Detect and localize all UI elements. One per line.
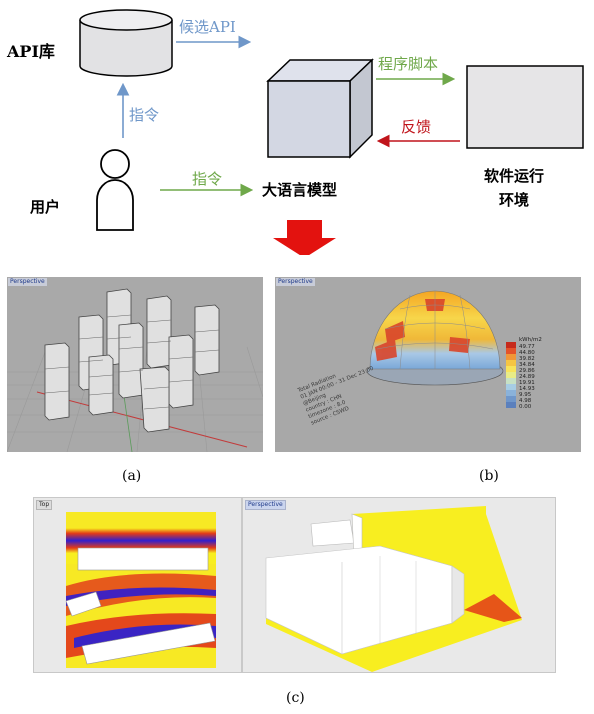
user-label: 用户: [30, 198, 61, 216]
legend-value: 34.84: [519, 362, 535, 368]
building-group: [44, 288, 220, 433]
candidate-api-label: 候选API: [179, 18, 236, 36]
legend-title: kWh/m2: [519, 337, 542, 343]
llm-label: 大语言模型: [262, 181, 338, 199]
shadow-analysis-scene: [65, 506, 522, 672]
legend-value: 24.89: [519, 374, 535, 380]
viewport-divider: [241, 498, 243, 672]
feedback-label: 反馈: [401, 118, 432, 136]
top-building-1: [77, 547, 209, 571]
top-building-2: [65, 591, 102, 617]
workflow-diagram: API库 候选API 指令 用户 指令 大语言模型 程序脚本 反馈 软件运行 环…: [0, 0, 594, 258]
panel-c-frame: Top Perspective: [33, 497, 556, 673]
legend-value: 29.86: [519, 368, 535, 374]
legend-value: 39.82: [519, 356, 535, 362]
perspective-building-side: [451, 565, 465, 624]
software-env-box: [466, 65, 584, 149]
legend-value: 49.77: [519, 344, 535, 350]
perspective-building-small: [310, 519, 355, 547]
legend-value: 19.91: [519, 380, 535, 386]
instruction-up-label: 指令: [129, 106, 160, 124]
caption-b: (b): [479, 468, 499, 484]
api-library-label: API库: [7, 42, 55, 61]
legend-value: 4.98: [519, 398, 532, 404]
legend-bar: [506, 342, 516, 408]
viewport-label-top: Top: [36, 500, 53, 510]
viewport-label-a: Perspective: [8, 278, 47, 286]
buildings-scene: [7, 288, 263, 452]
building-floor-lines: [44, 314, 220, 410]
database-icon: [79, 9, 173, 77]
viewport-label-b: Perspective: [276, 278, 315, 286]
instruction-right-label: 指令: [192, 170, 223, 188]
legend-value: 0.00: [519, 404, 532, 410]
dome-mesh-lines: [376, 291, 494, 370]
big-down-arrow: [273, 220, 336, 258]
legend-value: 14.93: [519, 386, 535, 392]
caption-a: (a): [122, 468, 142, 484]
x-axis-line: [36, 391, 248, 448]
software-env-label-line2: 环境: [499, 191, 530, 209]
viewport-label-perspective: Perspective: [245, 500, 286, 510]
perspective-shadow-2: [464, 594, 522, 622]
heat-band-2-core: [66, 587, 216, 606]
legend-value: 44.80: [519, 350, 535, 356]
panel-a-viewport: Perspective: [7, 277, 263, 452]
dome-hotspots: [375, 299, 470, 361]
caption-c: (c): [286, 690, 305, 706]
top-building-3: [81, 622, 216, 665]
diagram-shapes: [79, 9, 584, 258]
software-env-label-line1: 软件运行: [484, 167, 545, 185]
llm-cube-icon: [266, 58, 374, 159]
legend-values: kWh/m249.7744.8039.8234.8429.8624.8919.9…: [519, 337, 542, 410]
legend-value: 9.95: [519, 392, 532, 398]
user-icon: [96, 149, 134, 231]
program-script-label: 程序脚本: [378, 55, 439, 73]
